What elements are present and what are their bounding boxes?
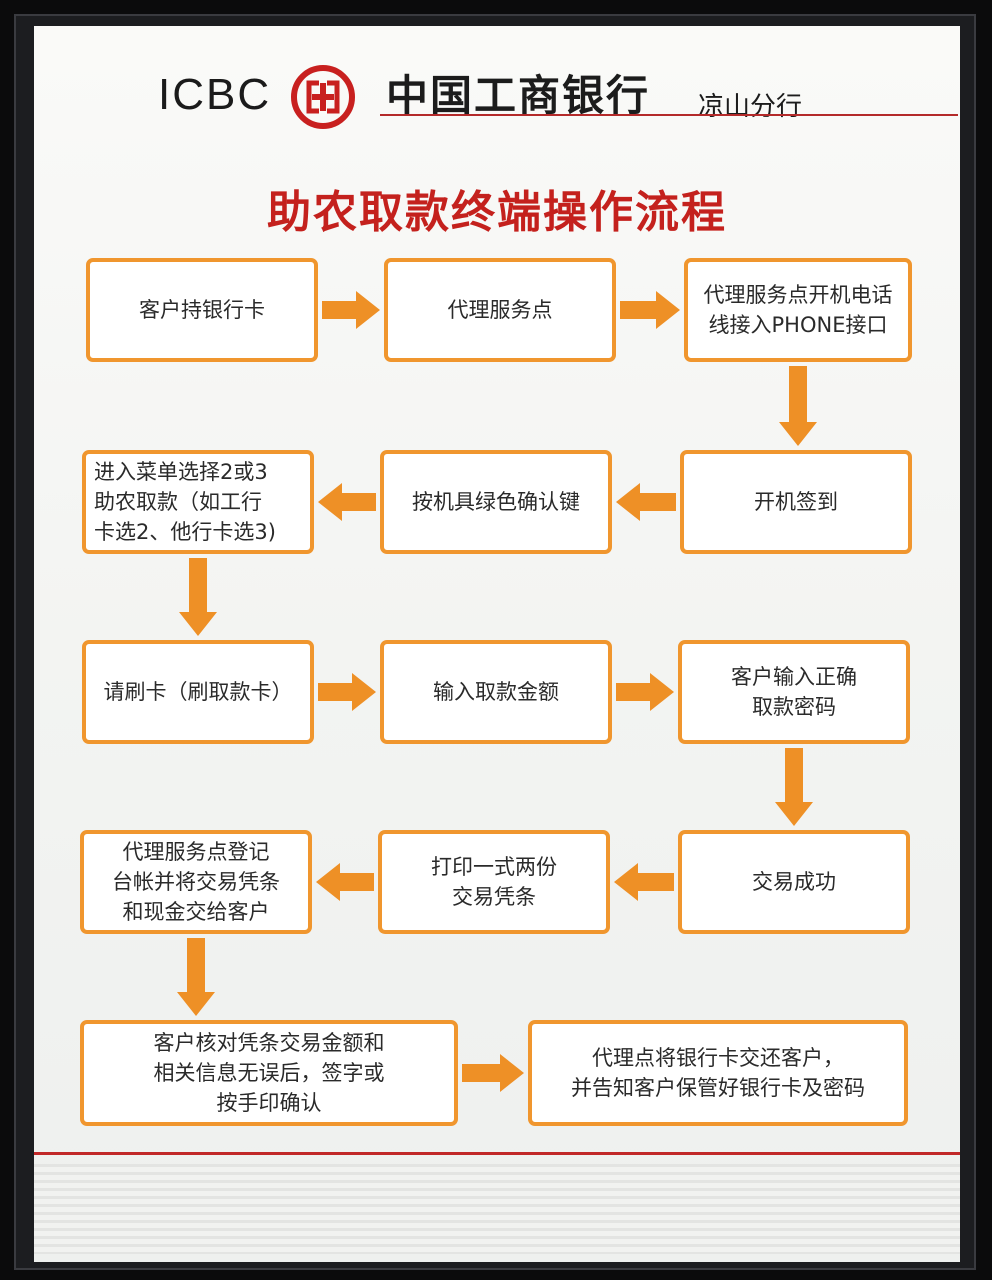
arrow-s9-to-s10 [775, 748, 813, 826]
step-12-box: 代理服务点登记 台帐并将交易凭条 和现金交给客户 [80, 830, 312, 934]
step-9-text: 客户输入正确 取款密码 [731, 665, 857, 719]
step-10-text: 交易成功 [752, 870, 836, 894]
step-2-text: 代理服务点 [447, 298, 553, 322]
step-13-text: 客户核对凭条交易金额和 相关信息无误后，签字或 按手印确认 [153, 1031, 385, 1115]
step-7-box: 请刷卡（刷取款卡） [82, 640, 314, 744]
step-11-text: 打印一式两份 交易凭条 [431, 855, 557, 909]
sign-panel: ICBC 中国工商银行 凉山分行 助农取款终端操作流程 客户持银行卡 代理服务点… [34, 26, 960, 1262]
step-14-text: 代理点将银行卡交还客户， 并告知客户保管好银行卡及密码 [571, 1046, 865, 1100]
footer-stripes [34, 1164, 960, 1254]
branch-name: 凉山分行 [698, 92, 803, 122]
step-9-box: 客户输入正确 取款密码 [678, 640, 910, 744]
step-2-box: 代理服务点 [384, 258, 616, 362]
arrow-s5-to-s6 [318, 483, 376, 521]
icbc-logo-text: ICBC [158, 70, 272, 119]
page-title: 助农取款终端操作流程 [267, 187, 727, 238]
step-6-box: 进入菜单选择2或3 助农取款（如工行 卡选2、他行卡选3) [82, 450, 314, 554]
arrow-s8-to-s9 [616, 673, 674, 711]
step-1-box: 客户持银行卡 [86, 258, 318, 362]
step-4-text: 开机签到 [754, 490, 838, 514]
arrow-s11-to-s12 [316, 863, 374, 901]
step-14-box: 代理点将银行卡交还客户， 并告知客户保管好银行卡及密码 [528, 1020, 908, 1126]
step-10-box: 交易成功 [678, 830, 910, 934]
step-4-box: 开机签到 [680, 450, 912, 554]
arrow-s13-to-s14 [462, 1054, 524, 1092]
step-11-box: 打印一式两份 交易凭条 [378, 830, 610, 934]
arrow-s7-to-s8 [318, 673, 376, 711]
step-3-box: 代理服务点开机电话 线接入PHONE接口 [684, 258, 912, 362]
step-5-text: 按机具绿色确认键 [412, 490, 580, 514]
footer-red-line [34, 1152, 960, 1155]
step-5-box: 按机具绿色确认键 [380, 450, 612, 554]
arrow-s2-to-s3 [620, 291, 680, 329]
step-13-box: 客户核对凭条交易金额和 相关信息无误后，签字或 按手印确认 [80, 1020, 458, 1126]
icbc-seal-icon [291, 65, 355, 129]
bank-name: 中国工商银行 [386, 71, 651, 120]
step-12-text: 代理服务点登记 台帐并将交易凭条 和现金交给客户 [112, 840, 280, 924]
step-3-text: 代理服务点开机电话 线接入PHONE接口 [703, 283, 893, 337]
header-divider [380, 114, 958, 116]
arrow-s3-to-s4 [779, 366, 817, 446]
arrow-s12-to-s13 [177, 938, 215, 1016]
step-7-text: 请刷卡（刷取款卡） [103, 680, 293, 704]
arrow-s1-to-s2 [322, 291, 380, 329]
arrow-s10-to-s11 [614, 863, 674, 901]
step-8-box: 输入取款金额 [380, 640, 612, 744]
step-8-text: 输入取款金额 [433, 680, 559, 704]
step-6-text: 进入菜单选择2或3 助农取款（如工行 卡选2、他行卡选3) [94, 460, 276, 544]
arrow-s4-to-s5 [616, 483, 676, 521]
step-1-text: 客户持银行卡 [139, 298, 265, 322]
arrow-s6-to-s7 [179, 558, 217, 636]
